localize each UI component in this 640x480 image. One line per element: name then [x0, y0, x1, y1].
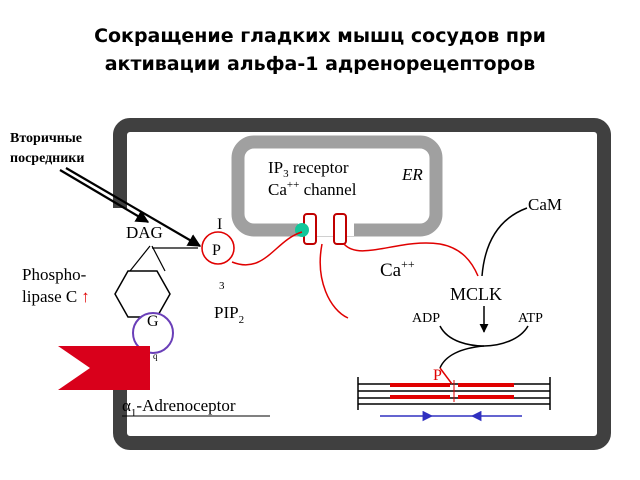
agonist-label: H — [60, 364, 70, 379]
atp-label: ATP — [518, 311, 543, 326]
adp-label: ADP — [412, 311, 440, 326]
agonist-shape — [58, 346, 150, 390]
messenger-arrow-ip3 — [65, 167, 202, 247]
alpha1-adrenoceptor-label: α1-Adrenoceptor — [122, 396, 236, 419]
secondary-messengers-line-1: Вторичные — [10, 131, 82, 146]
ca-release-curve-1 — [319, 243, 349, 319]
g-protein-label: G — [147, 313, 159, 330]
ip3-binding-dot — [295, 223, 309, 237]
pip2-label: PIP2 — [214, 303, 244, 326]
phospholipase-c-hexagon — [114, 270, 171, 318]
title-line-1: Сокращение гладких мышц сосудов при — [94, 25, 546, 47]
ip3-to-receptor-curve — [231, 231, 303, 266]
plc-link-dag — [129, 245, 151, 272]
myofilaments — [357, 377, 551, 410]
ip3-i-label: I — [217, 216, 222, 233]
phospholipase-line-2: lipase C↑ — [22, 287, 90, 306]
ip3-receptor-label: IP3 receptor — [268, 158, 349, 180]
dag-label: DAG — [126, 223, 163, 242]
g-protein-subscript: q — [153, 351, 158, 361]
ca-release-curve-2 — [343, 242, 479, 277]
ip3-circle — [201, 231, 235, 265]
ca-channel-label: Ca++ channel — [268, 179, 357, 199]
ip3-p-label: P — [212, 242, 221, 259]
ip3-3-label: 3 — [219, 280, 225, 292]
cam-curve — [481, 207, 528, 277]
phosphate-label: P — [433, 367, 442, 384]
secondary-messengers-line-2: посредники — [10, 151, 84, 166]
g-protein-ring — [132, 312, 174, 354]
cam-label: CaM — [528, 195, 562, 214]
title-line-2: активации альфа-1 адренорецепторов — [104, 53, 536, 75]
ca-channel-right — [333, 213, 347, 245]
ca-ion-label: Ca++ — [380, 257, 415, 281]
phosphate-link — [439, 367, 453, 385]
mclk-label: MCLK — [450, 284, 502, 304]
phospholipase-line-1: Phospho- — [22, 265, 87, 284]
er-label: ER — [401, 165, 423, 184]
membrane-gap — [111, 208, 131, 354]
messenger-arrow-dag — [59, 169, 150, 223]
phosphorylation-curve — [439, 345, 485, 369]
plc-link-right — [151, 245, 166, 272]
